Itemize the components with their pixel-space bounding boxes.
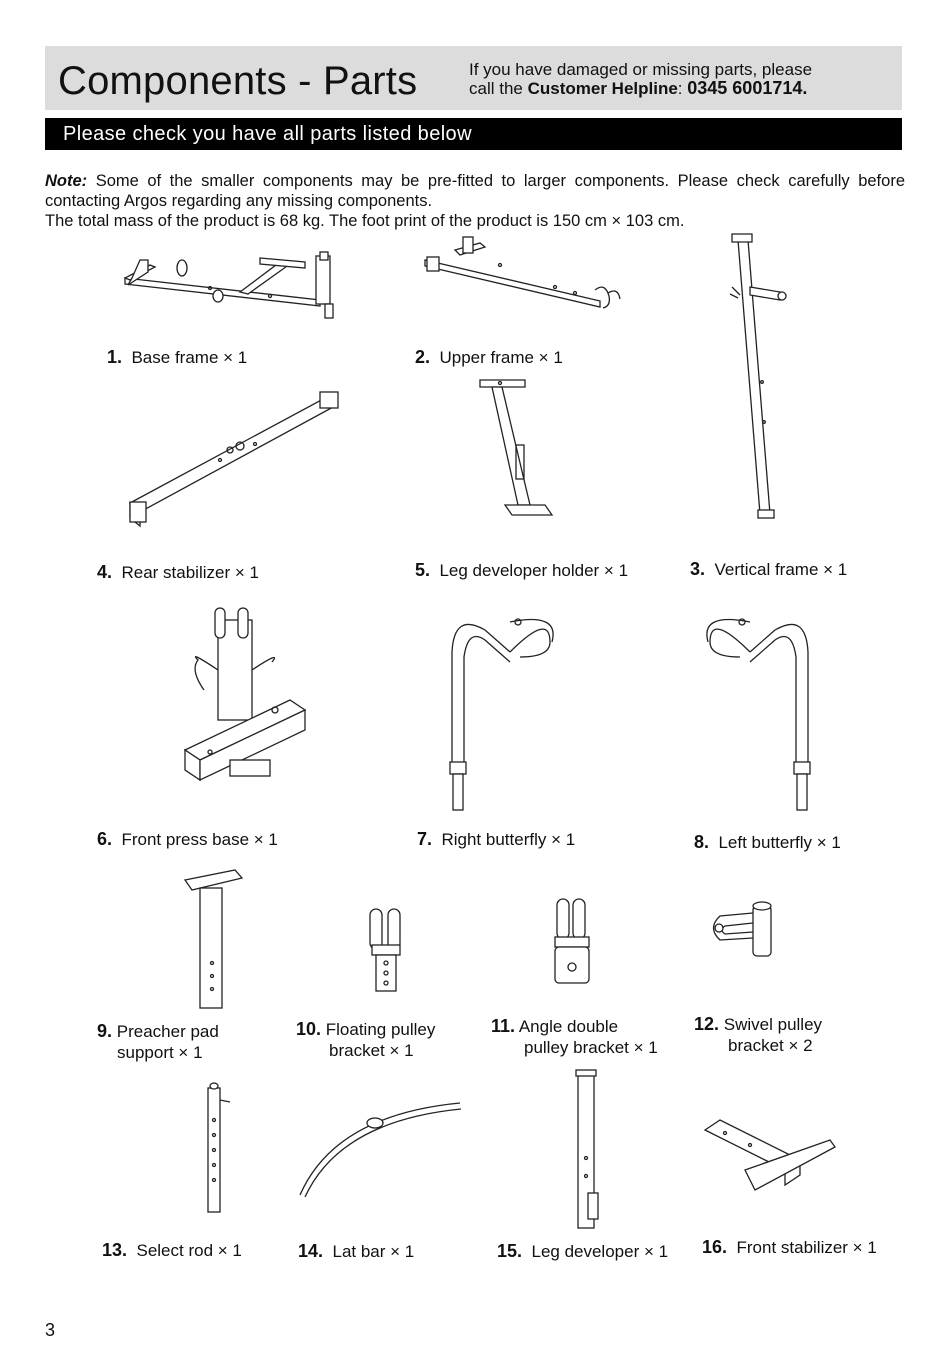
part-caption-6: 6. Front press base × 1 — [97, 829, 278, 849]
header-box: Components - Parts If you have damaged o… — [45, 46, 902, 110]
part-caption-14: 14. Lat bar × 1 — [298, 1241, 415, 1261]
note-label: Note: — [45, 172, 88, 190]
part-caption-13: 13. Select rod × 1 — [102, 1240, 242, 1260]
rear-stabilizer-illustration — [128, 391, 339, 528]
angle-double-pulley-bracket-illustration — [554, 898, 590, 984]
select-rod-illustration — [207, 1082, 231, 1213]
lat-bar-illustration — [299, 1102, 462, 1198]
part-caption-2: 2. Upper frame × 1 — [415, 347, 563, 367]
part-caption-4: 4. Rear stabilizer × 1 — [97, 562, 259, 582]
upper-frame-illustration — [424, 236, 621, 309]
leg-developer-illustration — [575, 1069, 599, 1229]
floating-pulley-bracket-illustration — [369, 908, 401, 992]
preacher-pad-support-illustration — [183, 869, 244, 1009]
vertical-frame-illustration — [729, 233, 787, 519]
page-number: 3 — [45, 1320, 56, 1340]
swivel-pulley-bracket-illustration — [712, 901, 772, 957]
front-press-base-illustration — [183, 607, 307, 782]
note-paragraph: Note: Some of the smaller components may… — [45, 172, 905, 230]
page-title: Components - Parts — [58, 59, 418, 103]
part-caption-5: 5. Leg developer holder × 1 — [415, 560, 629, 580]
helpline-phone: 0345 6001714. — [687, 78, 808, 98]
part-caption-16: 16. Front stabilizer × 1 — [702, 1237, 877, 1257]
base-frame-illustration — [123, 251, 334, 319]
part-caption-8: 8. Left butterfly × 1 — [694, 832, 841, 852]
part-caption-7: 7. Right butterfly × 1 — [417, 829, 576, 849]
part-caption-15: 15. Leg developer × 1 — [497, 1241, 669, 1261]
leg-developer-holder-illustration — [479, 379, 554, 516]
customer-helpline-text: If you have damaged or missing parts, pl… — [469, 60, 813, 98]
part-caption-3: 3. Vertical frame × 1 — [690, 559, 848, 579]
part-caption-1: 1. Base frame × 1 — [107, 347, 248, 367]
front-stabilizer-illustration — [703, 1119, 836, 1191]
check-parts-banner: Please check you have all parts listed b… — [45, 118, 902, 150]
right-butterfly-illustration — [449, 618, 554, 811]
left-butterfly-illustration — [706, 618, 811, 811]
